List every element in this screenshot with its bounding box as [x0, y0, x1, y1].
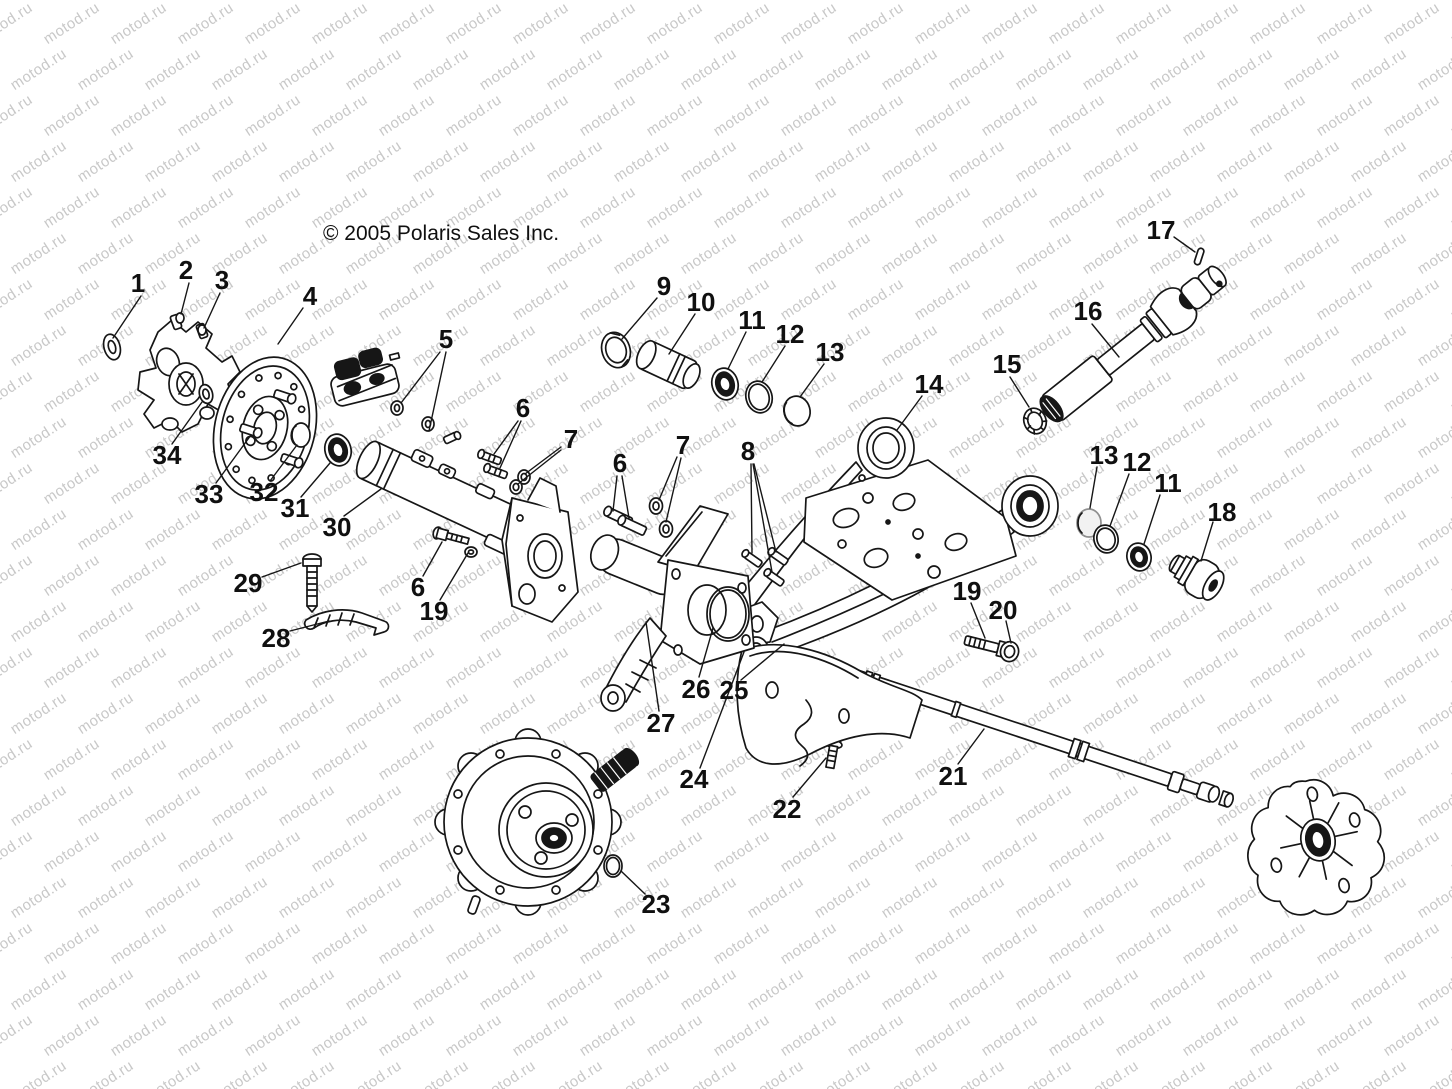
part-oring-23 — [603, 854, 623, 878]
part-bolt-6-lower — [432, 526, 470, 545]
leader-line-15 — [1009, 376, 1030, 408]
part-nut-19-lower — [464, 546, 478, 558]
leader-line-28 — [289, 620, 330, 632]
part-washer-34 — [198, 383, 214, 405]
leader-line-33 — [215, 434, 252, 484]
part-ring-12 — [744, 380, 774, 414]
part-bracket-28 — [303, 609, 390, 636]
leader-line-23 — [620, 870, 646, 895]
leader-lines — [112, 236, 1214, 895]
leader-line-8 — [750, 463, 753, 554]
part-pin-17 — [1193, 247, 1205, 266]
part-bearing-11-right — [1126, 542, 1152, 572]
part-guard-bracket-24 — [736, 643, 923, 767]
part-bolts-8 — [741, 546, 789, 587]
part-ring-12-right — [1093, 524, 1119, 554]
leader-line-20 — [1005, 620, 1012, 644]
leader-line-21 — [957, 728, 985, 765]
part-bolts-6-mid — [603, 505, 648, 536]
part-bearing-carrier — [501, 477, 579, 623]
part-snap-ring-15 — [1022, 407, 1048, 435]
leader-line-6a — [499, 420, 522, 469]
part-cup-13-right — [1076, 508, 1102, 538]
part-rear-hub — [1247, 779, 1386, 916]
part-nut-9 — [600, 331, 632, 369]
leader-line-12b — [1109, 473, 1130, 527]
leader-line-6a — [493, 420, 519, 455]
leader-line-17 — [1173, 236, 1196, 253]
leader-line-24 — [699, 651, 745, 769]
leader-line-31 — [300, 462, 331, 498]
leader-line-30 — [343, 488, 382, 517]
leader-line-18 — [1200, 521, 1214, 562]
part-bearing-11 — [710, 367, 740, 401]
leader-line-34 — [171, 401, 203, 445]
part-plug-18 — [1168, 554, 1225, 601]
leader-line-9 — [621, 297, 658, 340]
leader-line-6b — [612, 475, 618, 512]
leader-line-3 — [203, 292, 221, 329]
copyright-text: © 2005 Polaris Sales Inc. — [323, 222, 560, 245]
leader-line-13b — [1089, 466, 1098, 509]
leader-line-25 — [740, 643, 785, 681]
leader-line-27 — [645, 621, 660, 712]
part-bolts-6-upper — [477, 448, 509, 480]
part-studs-33 — [239, 389, 304, 469]
part-cup-13 — [783, 395, 811, 427]
leader-line-6c — [422, 541, 443, 577]
leader-line-32 — [269, 444, 298, 482]
leader-line-7a — [524, 446, 562, 475]
part-bolt-19-20 — [963, 635, 1020, 663]
part-washers-7-mid — [648, 497, 674, 538]
leader-line-7b — [665, 457, 682, 523]
part-spacer-10 — [635, 339, 701, 390]
leader-line-13 — [799, 363, 825, 398]
leader-line-5 — [428, 351, 447, 432]
part-cap-32 — [290, 422, 311, 448]
leader-line-7a — [517, 449, 562, 485]
part-caliper-fasteners — [390, 400, 462, 445]
leader-line-4 — [277, 307, 304, 345]
leader-line-8 — [752, 463, 773, 573]
part-brake-caliper — [330, 347, 401, 407]
leader-line-11 — [727, 331, 747, 370]
leader-line-6b — [621, 475, 630, 519]
leader-line-29 — [261, 562, 302, 578]
leader-line-2 — [180, 282, 190, 315]
leader-line-19c — [439, 552, 469, 601]
leader-line-5 — [400, 351, 441, 404]
leader-line-22 — [792, 757, 827, 798]
leader-line-14 — [896, 395, 923, 431]
part-bearing-flange-25-26-27 — [589, 505, 755, 712]
leader-line-19a — [970, 602, 986, 639]
leader-line-8 — [753, 463, 777, 553]
leader-line-1 — [112, 295, 142, 339]
part-swingarm-14 — [705, 417, 1059, 668]
part-front-hub — [137, 312, 241, 433]
leader-line-10 — [668, 313, 696, 355]
leader-line-16 — [1091, 323, 1120, 358]
part-bearing-31 — [323, 433, 353, 467]
leader-line-12 — [761, 345, 786, 383]
part-prop-shaft-16 — [1039, 265, 1227, 423]
leader-line-7b — [658, 456, 678, 501]
part-washer-1 — [102, 333, 122, 361]
leader-line-26 — [698, 627, 714, 678]
leader-line-11b — [1143, 494, 1161, 545]
part-gearcase — [434, 728, 640, 916]
part-bolt-29 — [302, 553, 322, 613]
